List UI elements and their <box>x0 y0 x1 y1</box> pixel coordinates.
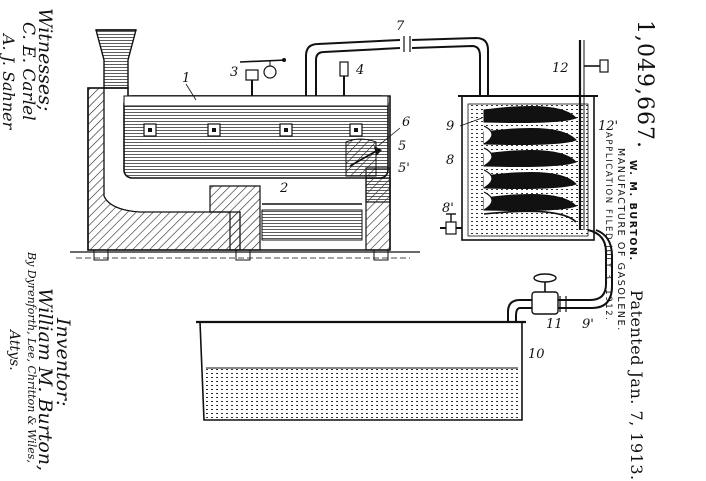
patent-number: 1,049,667. <box>632 20 657 149</box>
safety-valve <box>239 58 287 96</box>
numeral-8-prime: 8' <box>442 201 454 216</box>
attorney-line: By Dyrenforth, Lee, Chritton & Wiles, <box>25 252 38 463</box>
witness-1-signature: C. E. Carlel <box>18 22 38 121</box>
vapor-pipe <box>305 36 489 96</box>
inventor-header: W. M. BURTON. <box>627 160 638 262</box>
patent-drawing-sheet: 1 2 3 4 5 5' 6 7 8 8' 9 9' 10 11 12 12' … <box>0 8 657 481</box>
still-handholes <box>143 123 363 137</box>
condenser-coil <box>483 105 577 223</box>
reference-numerals: 1 2 3 4 5 5' 6 7 8 8' 9 9' 10 11 12 12' <box>182 19 618 362</box>
attorneys-label: Attys. <box>6 330 22 371</box>
pressure-gauge <box>339 61 349 96</box>
numeral-1: 1 <box>182 71 190 86</box>
patent-title: MANUFACTURE OF GASOLENE. <box>615 148 626 332</box>
numeral-5-prime: 5' <box>398 161 410 176</box>
patented-date: Patented Jan. 7, 1913. <box>627 290 646 481</box>
apparatus-drawing: 1 2 3 4 5 5' 6 7 8 8' 9 9' 10 11 12 12' <box>70 19 618 421</box>
drain-cock <box>440 213 462 235</box>
numeral-3: 3 <box>230 65 238 80</box>
numeral-7: 7 <box>396 19 405 34</box>
application-date: APPLICATION FILED JULY 3, 1912. <box>603 132 613 322</box>
numeral-9: 9 <box>446 119 454 134</box>
receiver-tank <box>196 320 526 421</box>
numeral-10: 10 <box>528 347 545 362</box>
furnace-setting <box>70 29 420 261</box>
numeral-5: 5 <box>398 139 406 154</box>
witness-2-signature: A. J. Sahner <box>0 34 18 130</box>
numeral-4: 4 <box>355 63 364 78</box>
thermometer-rod <box>578 40 609 230</box>
outlet-pipe <box>507 229 613 322</box>
numeral-2: 2 <box>279 181 288 196</box>
numeral-11: 11 <box>546 317 563 332</box>
numeral-6: 6 <box>402 115 410 130</box>
numeral-8: 8 <box>446 153 454 168</box>
numeral-12-prime: 12' <box>598 119 618 134</box>
numeral-9-prime: 9' <box>582 317 594 332</box>
numeral-12: 12 <box>552 61 569 76</box>
still-shell <box>123 95 389 179</box>
